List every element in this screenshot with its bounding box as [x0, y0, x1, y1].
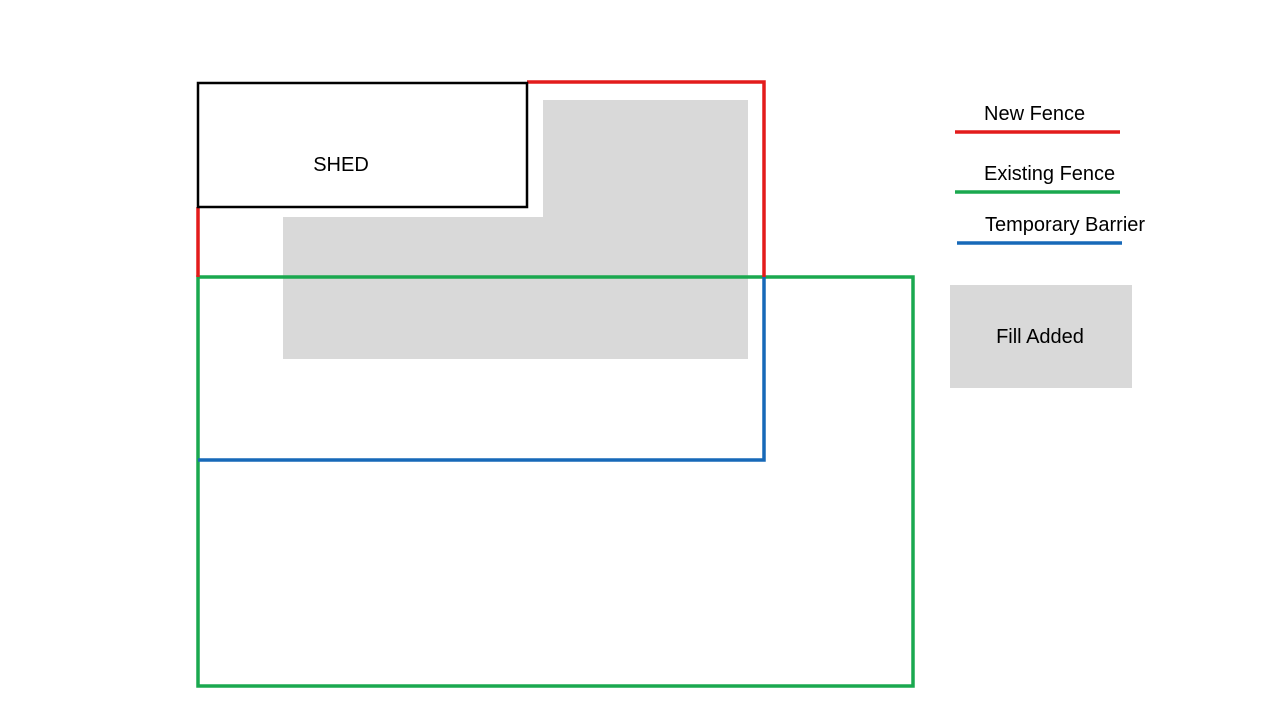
- legend-label-temporary-barrier: Temporary Barrier: [985, 214, 1145, 236]
- legend-item-existing-fence: Existing Fence: [955, 163, 1120, 194]
- legend-item-fill-added: Fill Added: [950, 285, 1132, 388]
- legend-label-new-fence: New Fence: [984, 103, 1085, 125]
- legend: New Fence Existing Fence Temporary Barri…: [950, 103, 1145, 388]
- legend-label-existing-fence: Existing Fence: [984, 163, 1115, 185]
- fill-added-region: [283, 100, 748, 359]
- temporary-barrier: [198, 277, 766, 462]
- legend-swatch-fill-added: [950, 285, 1132, 388]
- new-fence-top-right: [527, 80, 766, 277]
- legend-item-temporary-barrier: Temporary Barrier: [957, 214, 1145, 245]
- existing-fence: [196, 275, 915, 688]
- shed: [196, 81, 529, 209]
- legend-item-new-fence: New Fence: [955, 103, 1120, 134]
- shed-label: SHED: [313, 154, 369, 176]
- legend-label-fill-added: Fill Added: [996, 326, 1084, 348]
